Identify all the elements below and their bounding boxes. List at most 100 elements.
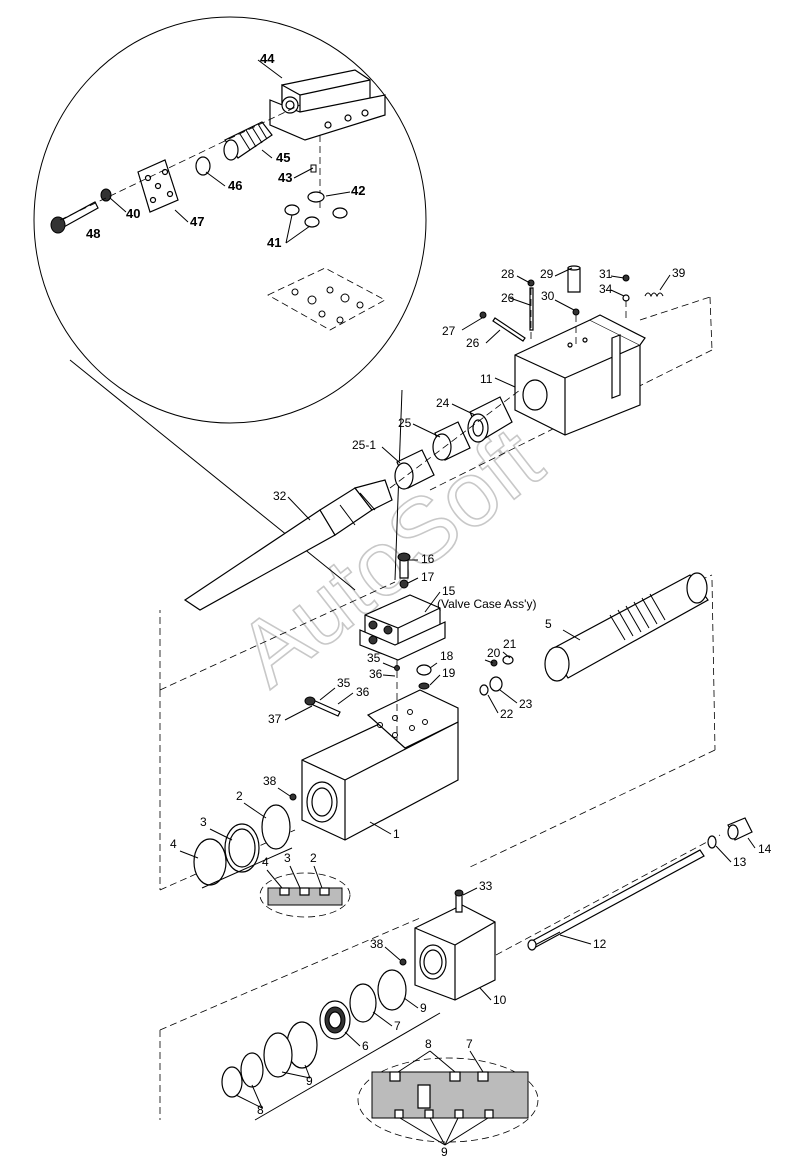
callout-38: 38 (263, 774, 277, 788)
callout-36b: 36 (356, 685, 370, 699)
callout-4: 4 (170, 837, 177, 851)
assembly-frame-upper (159, 296, 713, 691)
callout-32: 32 (273, 489, 287, 503)
part-19-o-ring (418, 682, 430, 690)
callout-6: 6 (362, 1039, 369, 1053)
part-44-valve-housing (269, 69, 386, 141)
part-29-plug (567, 265, 581, 293)
callout-19: 19 (442, 666, 456, 680)
callout-46: 46 (228, 178, 242, 193)
callout-30: 30 (541, 289, 555, 303)
part-35-ball (394, 665, 400, 671)
seal-section-detail-lower (357, 1057, 539, 1143)
callout-17: 17 (421, 570, 435, 584)
part-20-ball (490, 659, 498, 667)
callout-27: 27 (442, 324, 456, 338)
part-15-valve-case (359, 594, 446, 661)
callout-15-note: (Valve Case Ass'y) (437, 597, 536, 611)
part-16-bolt (397, 552, 411, 579)
callout-3b: 3 (284, 851, 291, 865)
part-32-chisel (183, 479, 393, 611)
callout-47: 47 (190, 214, 204, 229)
callout-20: 20 (487, 646, 501, 660)
callout-14: 14 (758, 842, 772, 856)
callout-5: 5 (545, 617, 552, 631)
callout-41: 41 (267, 235, 281, 250)
callout-18: 18 (440, 649, 454, 663)
part-38-plug (289, 793, 297, 801)
callout-21: 21 (503, 637, 517, 651)
part-47-cover-plate (137, 159, 179, 213)
callout-22: 22 (500, 707, 514, 721)
part-46-o-ring (195, 156, 211, 176)
callout-42: 42 (351, 183, 365, 198)
part-26-rod (492, 317, 526, 342)
callout-33: 33 (479, 879, 493, 893)
callout-8: 8 (257, 1103, 264, 1117)
part-40-washer (100, 188, 112, 202)
part-13-washer (707, 835, 717, 849)
part-8-o-ring (240, 1052, 264, 1088)
part-10-front-head (414, 904, 496, 1001)
callout-48: 48 (86, 226, 100, 241)
part-6-seal-retainer (319, 1000, 351, 1040)
part-24-bushing (467, 396, 513, 443)
part-14-nut (727, 817, 753, 841)
callout-7: 7 (394, 1019, 401, 1033)
callout-37: 37 (268, 712, 282, 726)
part-12-tie-rod (527, 849, 705, 951)
part-9-o-ring (377, 969, 407, 1011)
callout-35: 35 (367, 651, 381, 665)
callout-13: 13 (733, 855, 747, 869)
part-42-o-ring-b (332, 207, 348, 219)
callout-43: 43 (278, 170, 292, 185)
callout-40: 40 (126, 206, 140, 221)
callout-9-mid: 9 (306, 1074, 313, 1088)
callout-44: 44 (260, 51, 275, 66)
part-42-o-ring (307, 191, 325, 203)
part-26-pin (529, 287, 534, 331)
callout-25: 25 (398, 416, 412, 430)
part-7-o-ring (349, 983, 377, 1023)
seal-section-detail-upper (259, 872, 351, 918)
callout-9: 9 (420, 1001, 427, 1015)
part-28-ball (527, 279, 535, 287)
part-8-o-ring-b (221, 1066, 243, 1098)
part-18-plug (416, 664, 432, 676)
callout-1: 1 (393, 827, 400, 841)
part-25-1-bushing (394, 449, 435, 490)
part-37-adjust-screw (304, 696, 341, 717)
part-38-plug-lower (399, 958, 407, 966)
part-41-o-ring-b (304, 216, 320, 228)
part-43-pin (310, 164, 317, 173)
part-23-plug (489, 676, 503, 692)
detail-bubble (33, 16, 427, 591)
part-27-screw (479, 311, 487, 319)
part-48-bolt (50, 201, 99, 234)
part-9-o-ring-c (263, 1032, 293, 1078)
callout-26b: 26 (466, 336, 480, 350)
part-33-screw (454, 889, 464, 913)
callout-16: 16 (421, 552, 435, 566)
callout-39: 39 (672, 266, 686, 280)
callout-34: 34 (599, 282, 613, 296)
part-5-piston (544, 572, 709, 682)
callout-24: 24 (436, 396, 450, 410)
callout-7-top: 7 (466, 1037, 473, 1051)
callout-26: 26 (501, 291, 515, 305)
callout-31: 31 (599, 267, 613, 281)
part-45-spool (223, 121, 273, 161)
gasket-plate (267, 267, 386, 331)
callout-2: 2 (236, 789, 243, 803)
assembly-frame-lower (159, 834, 721, 1120)
callout-45: 45 (276, 150, 290, 165)
callout-3: 3 (200, 815, 207, 829)
callout-8-top: 8 (425, 1037, 432, 1051)
o-ring-set-2-3-4 (193, 804, 291, 886)
callout-38-lower: 38 (370, 937, 384, 951)
callout-15: 15 (442, 584, 456, 598)
callout-28: 28 (501, 267, 515, 281)
part-39-spring (644, 292, 664, 298)
callout-9-bottom: 9 (441, 1145, 448, 1159)
